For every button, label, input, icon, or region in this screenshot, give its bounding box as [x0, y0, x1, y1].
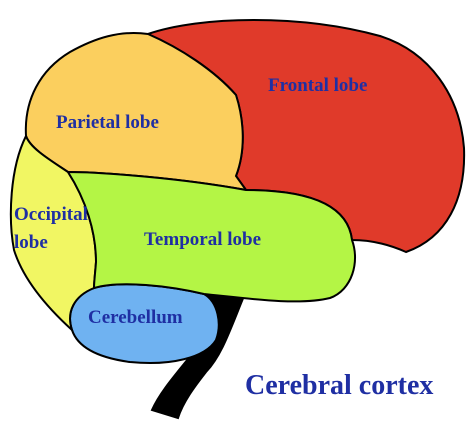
temporal-lobe-label: Temporal lobe	[144, 229, 261, 250]
temporal-lobe-region	[66, 170, 356, 303]
parietal-lobe-label: Parietal lobe	[56, 112, 159, 133]
occipital-lobe-label-line2: lobe	[14, 232, 48, 253]
frontal-lobe-label: Frontal lobe	[268, 75, 367, 96]
occipital-lobe-label-line1: Occipital	[14, 204, 88, 225]
cerebral-cortex-caption: Cerebral cortex	[245, 370, 433, 401]
cerebellum-label: Cerebellum	[88, 307, 183, 328]
